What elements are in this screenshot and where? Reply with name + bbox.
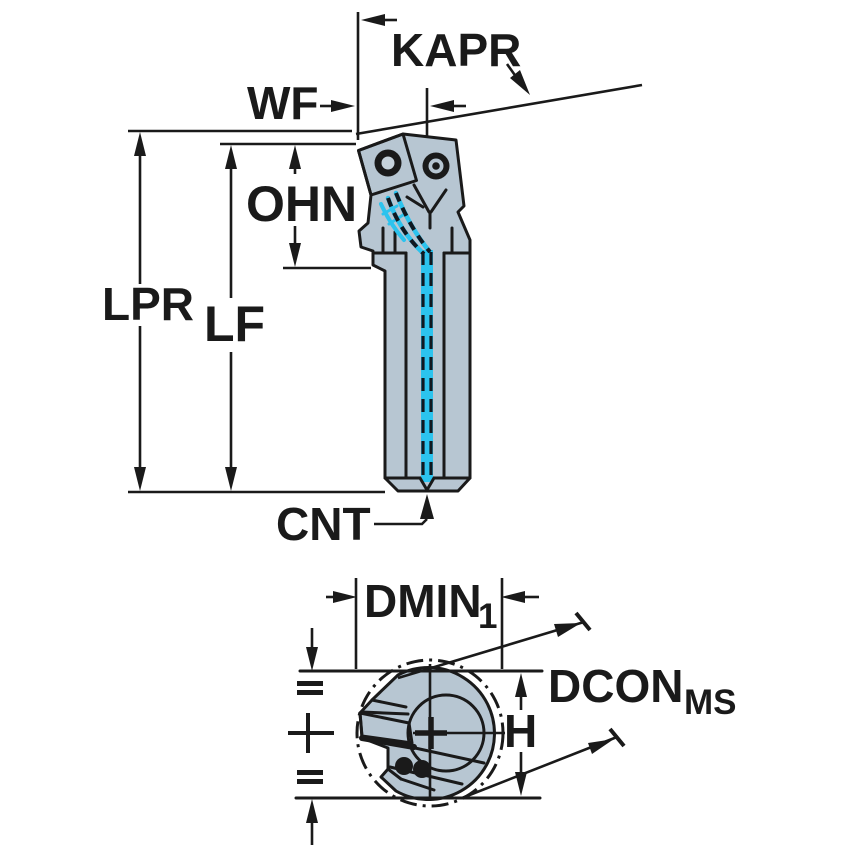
cnt-arrow [420, 494, 434, 519]
ohn-label: OHN [246, 176, 357, 232]
equal-marks-lower [297, 770, 323, 784]
clamp-screw-center [432, 162, 440, 170]
dmin-label: DMIN [364, 575, 482, 627]
center-plus-mark [288, 713, 334, 753]
head-internal-lines [371, 183, 472, 480]
end-view-tool [355, 658, 505, 808]
wf-opposite-arrow [430, 100, 454, 112]
clamp-screw-end-right [413, 760, 431, 778]
dcon-label: DCON [548, 660, 683, 712]
lpr-label: LPR [102, 278, 194, 330]
equal-marks-upper [297, 681, 323, 695]
dmin-circle [355, 658, 505, 808]
side-view: KAPR WF OHN LPR [98, 12, 643, 550]
clamp-screw-end-left [395, 757, 413, 775]
coolant-channels [379, 190, 436, 492]
end-view: DMIN 1 H [288, 575, 737, 845]
cutting-insert [357, 132, 418, 197]
kapr-label: KAPR [391, 24, 521, 76]
kapr-top-arrow [361, 14, 385, 26]
wf-label: WF [247, 77, 319, 129]
kapr-leader-arrow [510, 70, 530, 95]
end-view-dimensions: DMIN 1 H [288, 575, 737, 845]
dcon-upper-line [397, 620, 585, 680]
insert-hole-inner [381, 156, 395, 170]
dcon-subscript: MS [684, 683, 737, 722]
insert-end-view [358, 711, 414, 745]
dcon-lower-arrow [588, 739, 614, 754]
side-view-dimensions: KAPR WF OHN LPR [98, 12, 643, 550]
tool-head-and-shank [357, 132, 472, 493]
wf-arrow [331, 100, 355, 112]
cnt-leader [374, 518, 428, 526]
cnt-label: CNT [276, 498, 371, 550]
kapr-angle-line [355, 83, 643, 136]
h-label: H [504, 705, 537, 757]
dmin-subscript: 1 [478, 597, 497, 636]
side-view-tool [357, 132, 472, 493]
lf-label: LF [204, 296, 265, 352]
dcon-upper-arrow [554, 623, 581, 637]
